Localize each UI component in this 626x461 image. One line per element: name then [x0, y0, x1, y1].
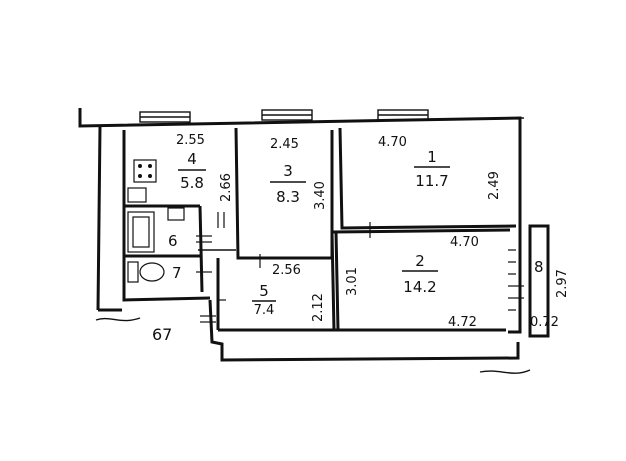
- interior-walls: [124, 127, 517, 332]
- room-5-height: 2.12: [311, 293, 326, 322]
- room-2-area: 14.2: [403, 278, 436, 296]
- windows: [139, 109, 429, 123]
- apartment-number: 67: [152, 325, 172, 344]
- washbasin-icon: [167, 207, 185, 221]
- room-4-area: 5.8: [180, 174, 204, 192]
- room-5-number: 5: [259, 282, 269, 300]
- room-8-number: 8: [534, 258, 544, 276]
- room-1-area: 11.7: [415, 172, 448, 190]
- stove-icon: [133, 159, 157, 183]
- outer-walls: [78, 108, 531, 374]
- room-4-width: 2.55: [176, 133, 205, 148]
- room-8: 8 2.97 0.72: [530, 258, 570, 330]
- room-3-number: 3: [283, 162, 293, 180]
- room-4-height: 2.66: [219, 173, 234, 202]
- door-marks: [196, 212, 371, 323]
- room-6-number: 6: [168, 232, 178, 250]
- room-4: 2.55 4 5.8 2.66: [176, 133, 234, 202]
- room-3-width: 2.45: [270, 137, 299, 152]
- room-3-height: 3.40: [313, 181, 328, 210]
- sink-icon: [127, 187, 147, 203]
- room-1: 4.70 1 11.7 2.49: [378, 135, 502, 200]
- room-8-width: 0.72: [530, 315, 559, 330]
- room-2: 4.70 2 14.2 3.01 4.72: [345, 235, 479, 330]
- room-5-width: 2.56: [272, 263, 301, 278]
- room-3-area: 8.3: [276, 188, 300, 206]
- room-2-width-top: 4.70: [450, 235, 479, 250]
- room-4-number: 4: [187, 150, 197, 168]
- room-2-height: 3.01: [345, 267, 360, 296]
- bathtub-icon: [127, 211, 155, 253]
- room-5-area: 7.4: [254, 303, 275, 318]
- room-1-number: 1: [427, 148, 437, 166]
- room-1-height: 2.49: [487, 171, 502, 200]
- room-7-number: 7: [172, 264, 182, 282]
- fixtures: [127, 159, 185, 283]
- room-8-height: 2.97: [555, 269, 570, 298]
- room-1-width: 4.70: [378, 135, 407, 150]
- room-2-number: 2: [415, 252, 425, 270]
- room-5: 2.56 5 7.4 2.12: [252, 263, 326, 322]
- toilet-icon: [139, 262, 165, 282]
- cistern-icon: [127, 261, 139, 283]
- room-2-width-bottom: 4.72: [448, 315, 477, 330]
- balcony: [508, 224, 550, 338]
- room-3: 2.45 3 8.3 3.40: [270, 137, 328, 210]
